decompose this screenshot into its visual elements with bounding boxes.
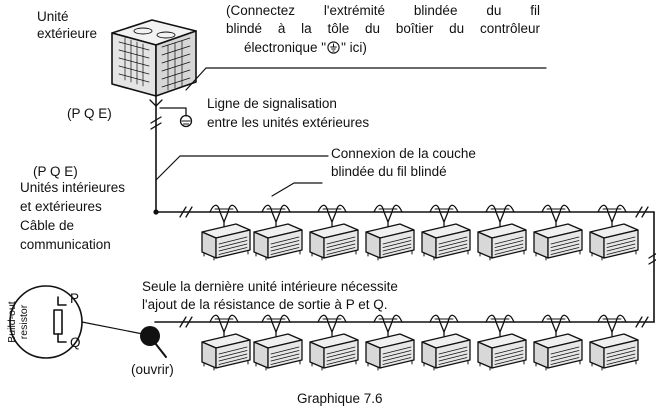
- indoor-unit-icon: [253, 314, 303, 371]
- resistor-caption-line-2: resistor: [18, 304, 30, 340]
- indoor-terminals-label: (P Q E): [33, 164, 78, 179]
- indoor-unit-icon: [533, 204, 583, 261]
- indoor-unit-icon: [589, 314, 639, 371]
- outdoor-unit-icon: [111, 19, 197, 97]
- shield-layer-label-1: Connexion de la couche: [331, 146, 476, 161]
- indoor-unit-icon: [365, 314, 415, 371]
- shield-layer-label-2: blindée du fil blindé: [331, 164, 447, 179]
- indoor-unit-icon: [201, 314, 251, 371]
- resistor-caption: Build-out resistor: [6, 296, 36, 348]
- shield-note-line-1: (Connectez l'extrémité blindée du fil: [226, 3, 540, 18]
- outdoor-unit-label-2: extérieure: [37, 26, 98, 41]
- comm-cable-label-3: Câble de: [20, 218, 75, 233]
- signal-line-label-2: entre les unités extérieures: [207, 115, 370, 130]
- resistor-p-label: P: [70, 291, 80, 306]
- indoor-unit-icon: [477, 204, 527, 261]
- indoor-unit-icon: [421, 314, 471, 371]
- shield-note-line-3: électronique " " ici): [244, 40, 367, 56]
- signal-line-label-1: Ligne de signalisation: [207, 96, 337, 111]
- indoor-unit-icon: [201, 204, 251, 261]
- open-connector-icon: [140, 326, 167, 358]
- comm-cable-label-4: communication: [20, 237, 111, 252]
- indoor-unit-icon: [309, 314, 359, 371]
- comm-cable-label-2: et extérieures: [20, 199, 102, 214]
- figure-caption: Graphique 7.6: [297, 391, 383, 406]
- outdoor-unit-label-1: Unité: [37, 9, 69, 24]
- resistor-note-line-2: l'ajout de la résistance de sortie à P e…: [142, 297, 388, 312]
- shield-note-line-3-start: électronique ": [244, 40, 327, 55]
- indoor-unit-icon: [253, 204, 303, 261]
- shield-note-line-3-end: " ici): [341, 40, 367, 55]
- outdoor-terminals-label: (P Q E): [67, 106, 112, 121]
- comm-cable-label-1: Unités intérieures: [20, 180, 126, 195]
- indoor-unit-icon: [477, 314, 527, 371]
- indoor-unit-icon: [365, 204, 415, 261]
- open-label: (ouvrir): [131, 362, 174, 377]
- resistor-note-line-1: Seule la dernière unité intérieure néces…: [142, 279, 398, 294]
- indoor-unit-icon: [421, 204, 471, 261]
- indoor-unit-icon: [309, 204, 359, 261]
- ground-symbol-icon: [179, 114, 193, 128]
- shield-note-line-2: blindé à la tôle du boîtier du contrôleu…: [226, 21, 540, 36]
- ground-symbol-inline-icon: [326, 41, 341, 54]
- resistor-caption-line-1: Build-out: [6, 301, 18, 343]
- indoor-unit-icon: [589, 204, 639, 261]
- indoor-unit-icon: [533, 314, 583, 371]
- resistor-q-label: Q: [70, 335, 81, 350]
- shield-note-leader: [185, 67, 547, 91]
